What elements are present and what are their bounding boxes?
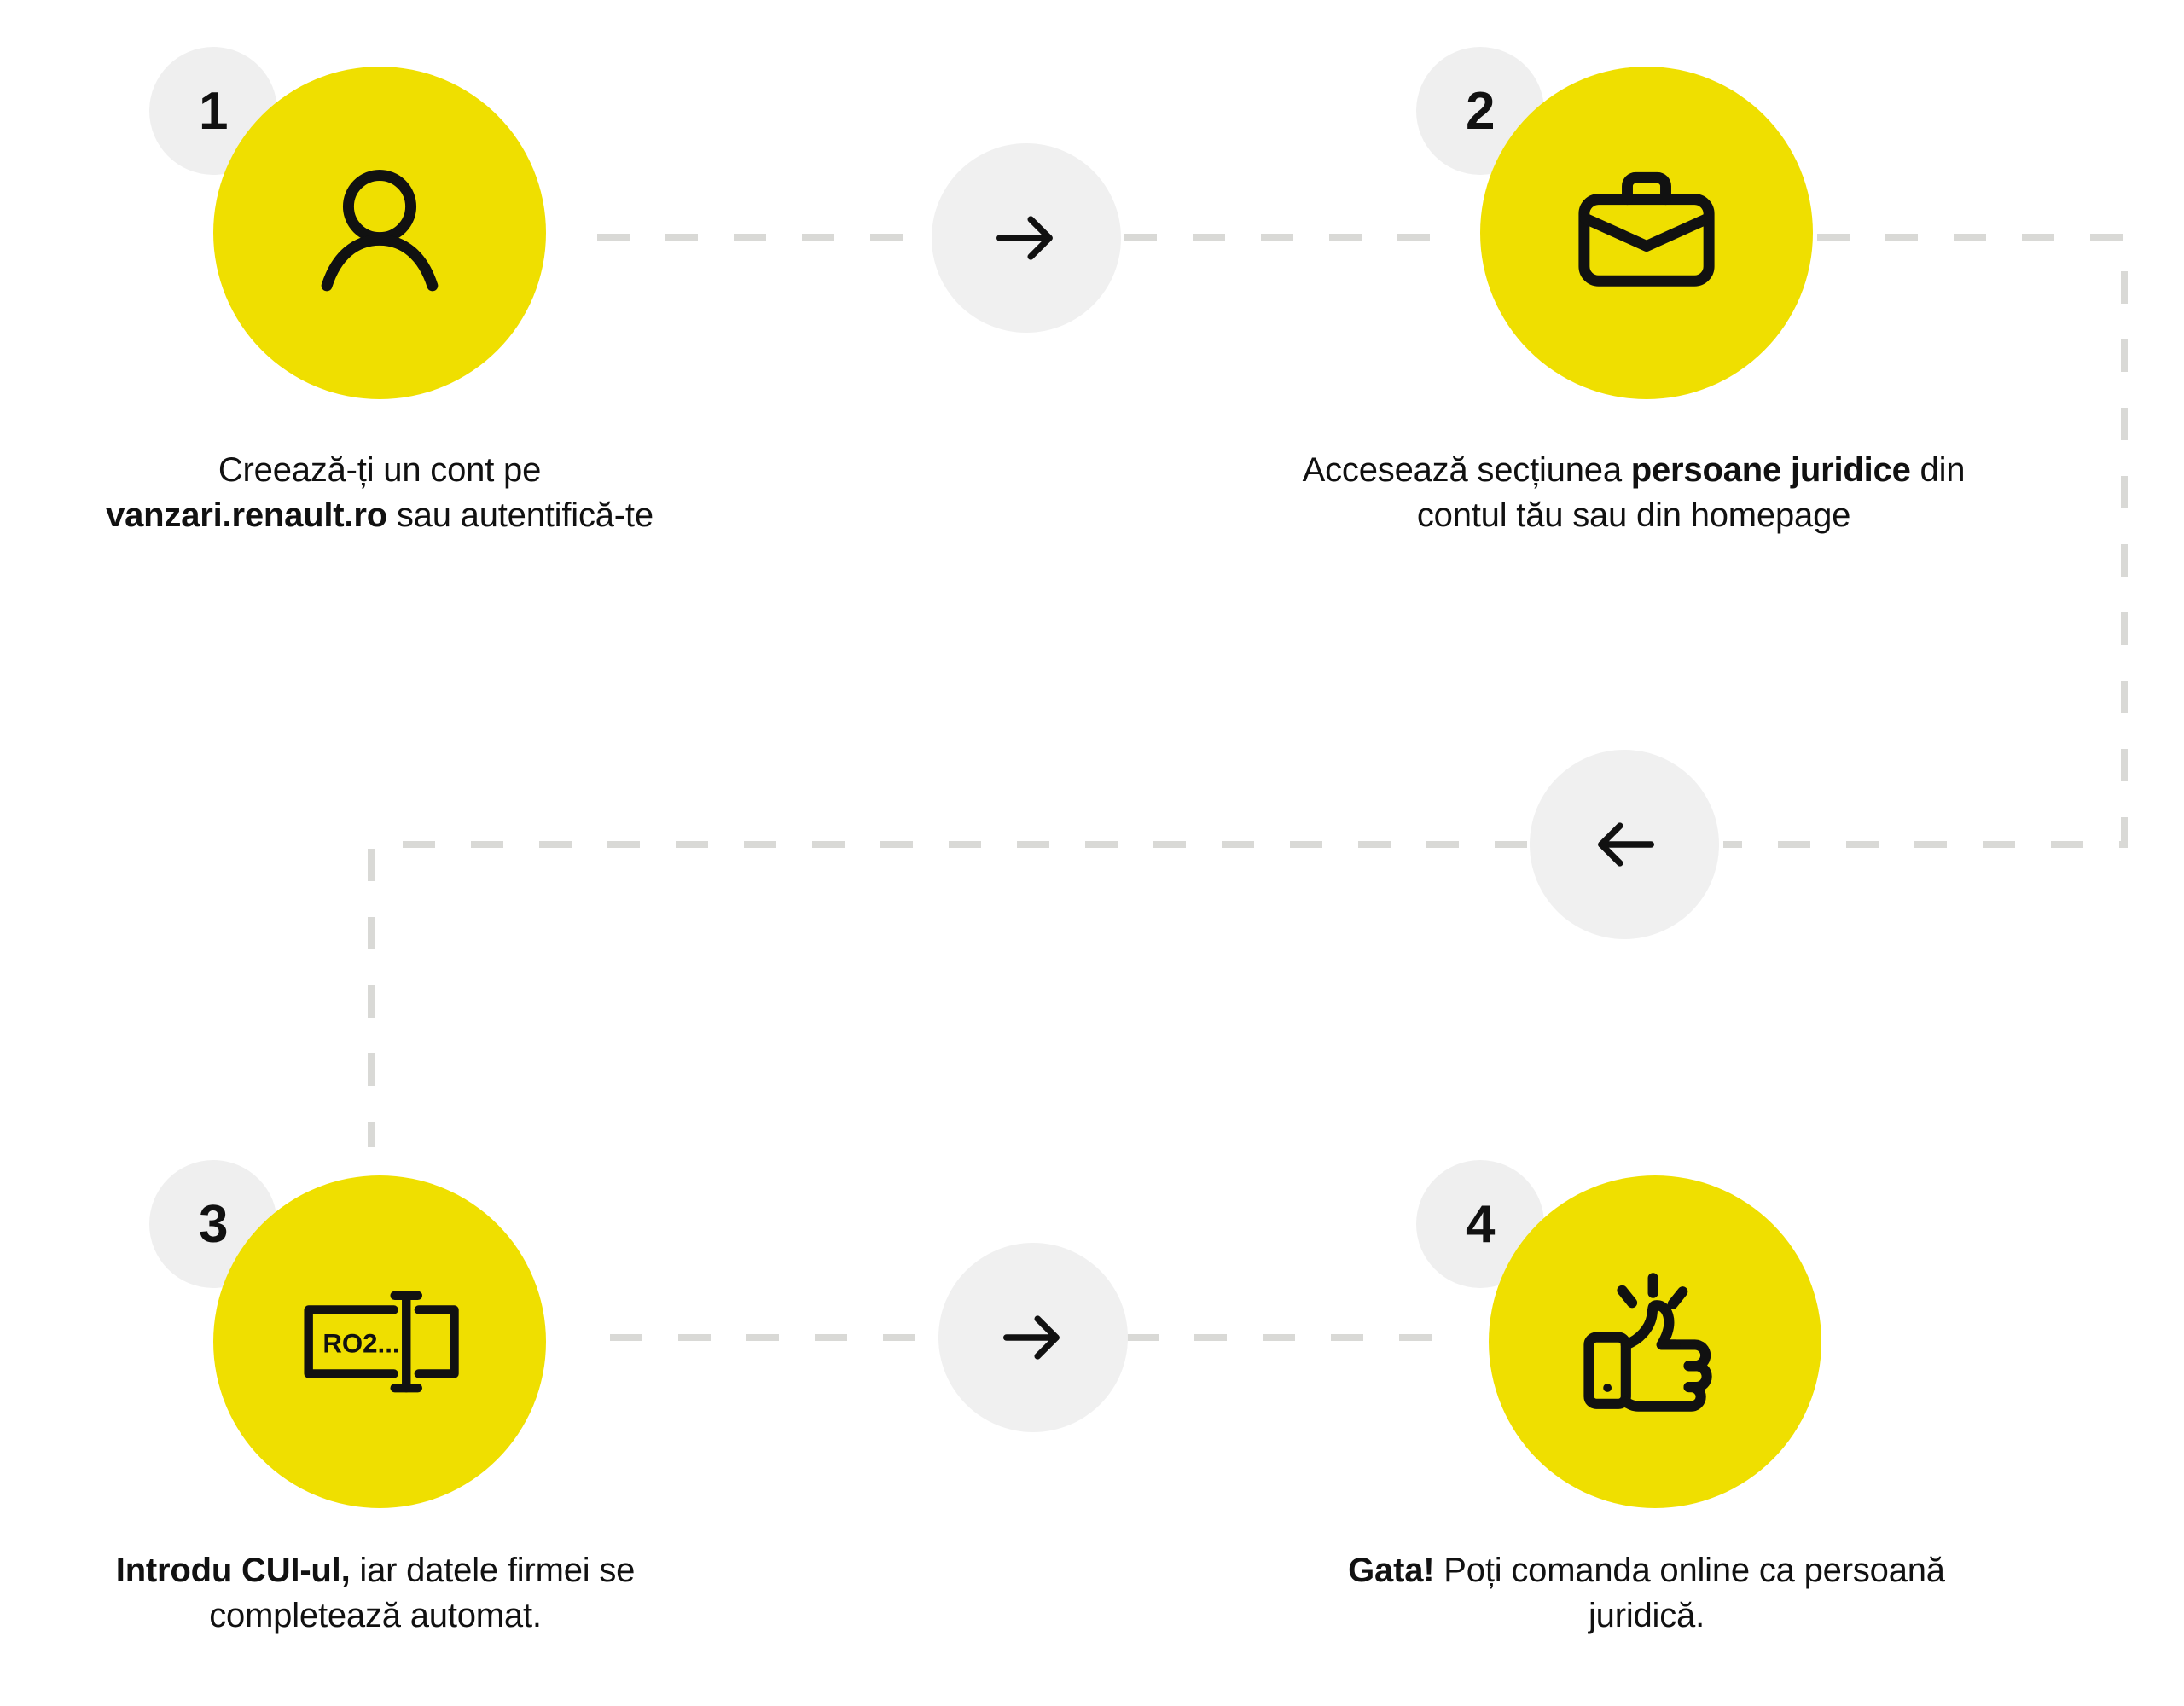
step-caption-3: Introdu CUI-ul, iar datele firmei se com…: [34, 1548, 717, 1639]
step-number-2: 2: [1466, 81, 1495, 141]
thumbs-up-icon: [1577, 1263, 1734, 1421]
step-disc-2: [1480, 67, 1813, 399]
step-number-1: 1: [199, 81, 228, 141]
briefcase-icon: [1570, 156, 1723, 310]
step-number-3: 3: [199, 1194, 228, 1254]
arrow-right-icon-2: [990, 1295, 1076, 1380]
caption-text-1: Creează-ți un cont pe vanzari.renault.ro…: [106, 451, 653, 534]
step-caption-2: Accesează secțiunea persoane juridice di…: [1284, 448, 1984, 538]
caption-text-3: Introdu CUI-ul, iar datele firmei se com…: [115, 1552, 636, 1634]
step-disc-3: RO2...: [213, 1175, 546, 1508]
arrow-puck-left-middle: [1530, 750, 1719, 939]
cui-icon-label: RO2...: [322, 1329, 399, 1359]
dash-left-arrow-to-step3: [368, 841, 1527, 1147]
step-caption-4: Gata! Poți comanda online ca persoană ju…: [1314, 1548, 1979, 1639]
dash-step2-to-left-arrow: [1723, 234, 2128, 848]
arrow-left-icon: [1582, 802, 1667, 887]
person-icon: [303, 156, 456, 310]
caption-text-4: Gata! Poți comanda online ca persoană ju…: [1348, 1552, 1945, 1634]
caption-text-2: Accesează secțiunea persoane juridice di…: [1302, 451, 1966, 534]
step-disc-4: [1489, 1175, 1821, 1508]
arrow-right-icon: [984, 195, 1069, 281]
arrow-puck-right-top: [932, 143, 1121, 333]
arrow-puck-right-bottom: [938, 1243, 1128, 1432]
step-caption-1: Creează-ți un cont pe vanzari.renault.ro…: [81, 448, 678, 538]
step-disc-1: [213, 67, 546, 399]
step-number-4: 4: [1466, 1194, 1495, 1254]
cui-input-icon: RO2...: [294, 1278, 465, 1406]
